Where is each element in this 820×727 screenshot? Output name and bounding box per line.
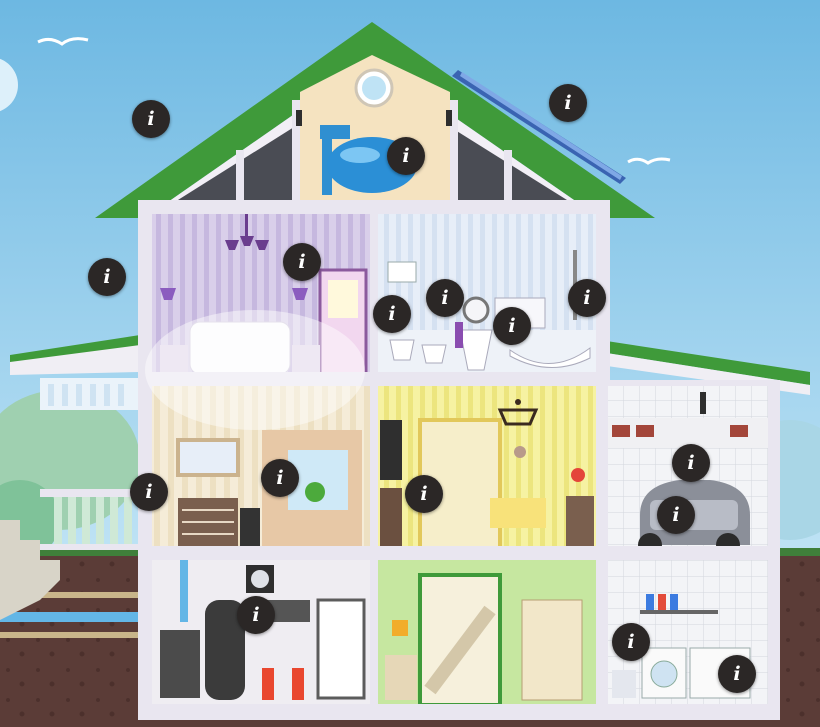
info-button-roof[interactable]: i: [132, 100, 170, 138]
info-icon: i: [103, 265, 111, 288]
info-icon: i: [508, 314, 516, 337]
info-button-garage-light[interactable]: i: [672, 444, 710, 482]
info-button-kitchen[interactable]: i: [405, 475, 443, 513]
info-button-laundry-dryer[interactable]: i: [718, 655, 756, 693]
info-button-exterior-wall[interactable]: i: [88, 258, 126, 296]
info-button-boiler-room[interactable]: i: [237, 596, 275, 634]
info-icon: i: [627, 630, 635, 653]
info-icon: i: [733, 662, 741, 685]
info-icon: i: [583, 286, 591, 309]
info-button-laundry-shelf[interactable]: i: [612, 623, 650, 661]
info-button-bathroom-toilet[interactable]: i: [373, 295, 411, 333]
info-icon: i: [276, 466, 284, 489]
info-button-solar-panels[interactable]: i: [549, 84, 587, 122]
info-icon: i: [687, 451, 695, 474]
info-icon: i: [564, 91, 572, 114]
info-icon: i: [252, 603, 260, 626]
info-button-bathroom-shower[interactable]: i: [568, 279, 606, 317]
info-icon: i: [147, 107, 155, 130]
info-icon: i: [402, 144, 410, 167]
info-button-bathroom-sink[interactable]: i: [493, 307, 531, 345]
info-icon: i: [441, 286, 449, 309]
info-icon: i: [420, 482, 428, 505]
info-icon: i: [388, 302, 396, 325]
info-icon: i: [672, 503, 680, 526]
info-icon: i: [145, 480, 153, 503]
info-button-garage-car[interactable]: i: [657, 496, 695, 534]
info-button-attic-water-tank[interactable]: i: [387, 137, 425, 175]
info-button-bedroom[interactable]: i: [283, 243, 321, 281]
info-button-living-room-window[interactable]: i: [261, 459, 299, 497]
info-icon: i: [298, 250, 306, 273]
info-button-bathroom-mirror[interactable]: i: [426, 279, 464, 317]
info-button-living-room-wall[interactable]: i: [130, 473, 168, 511]
